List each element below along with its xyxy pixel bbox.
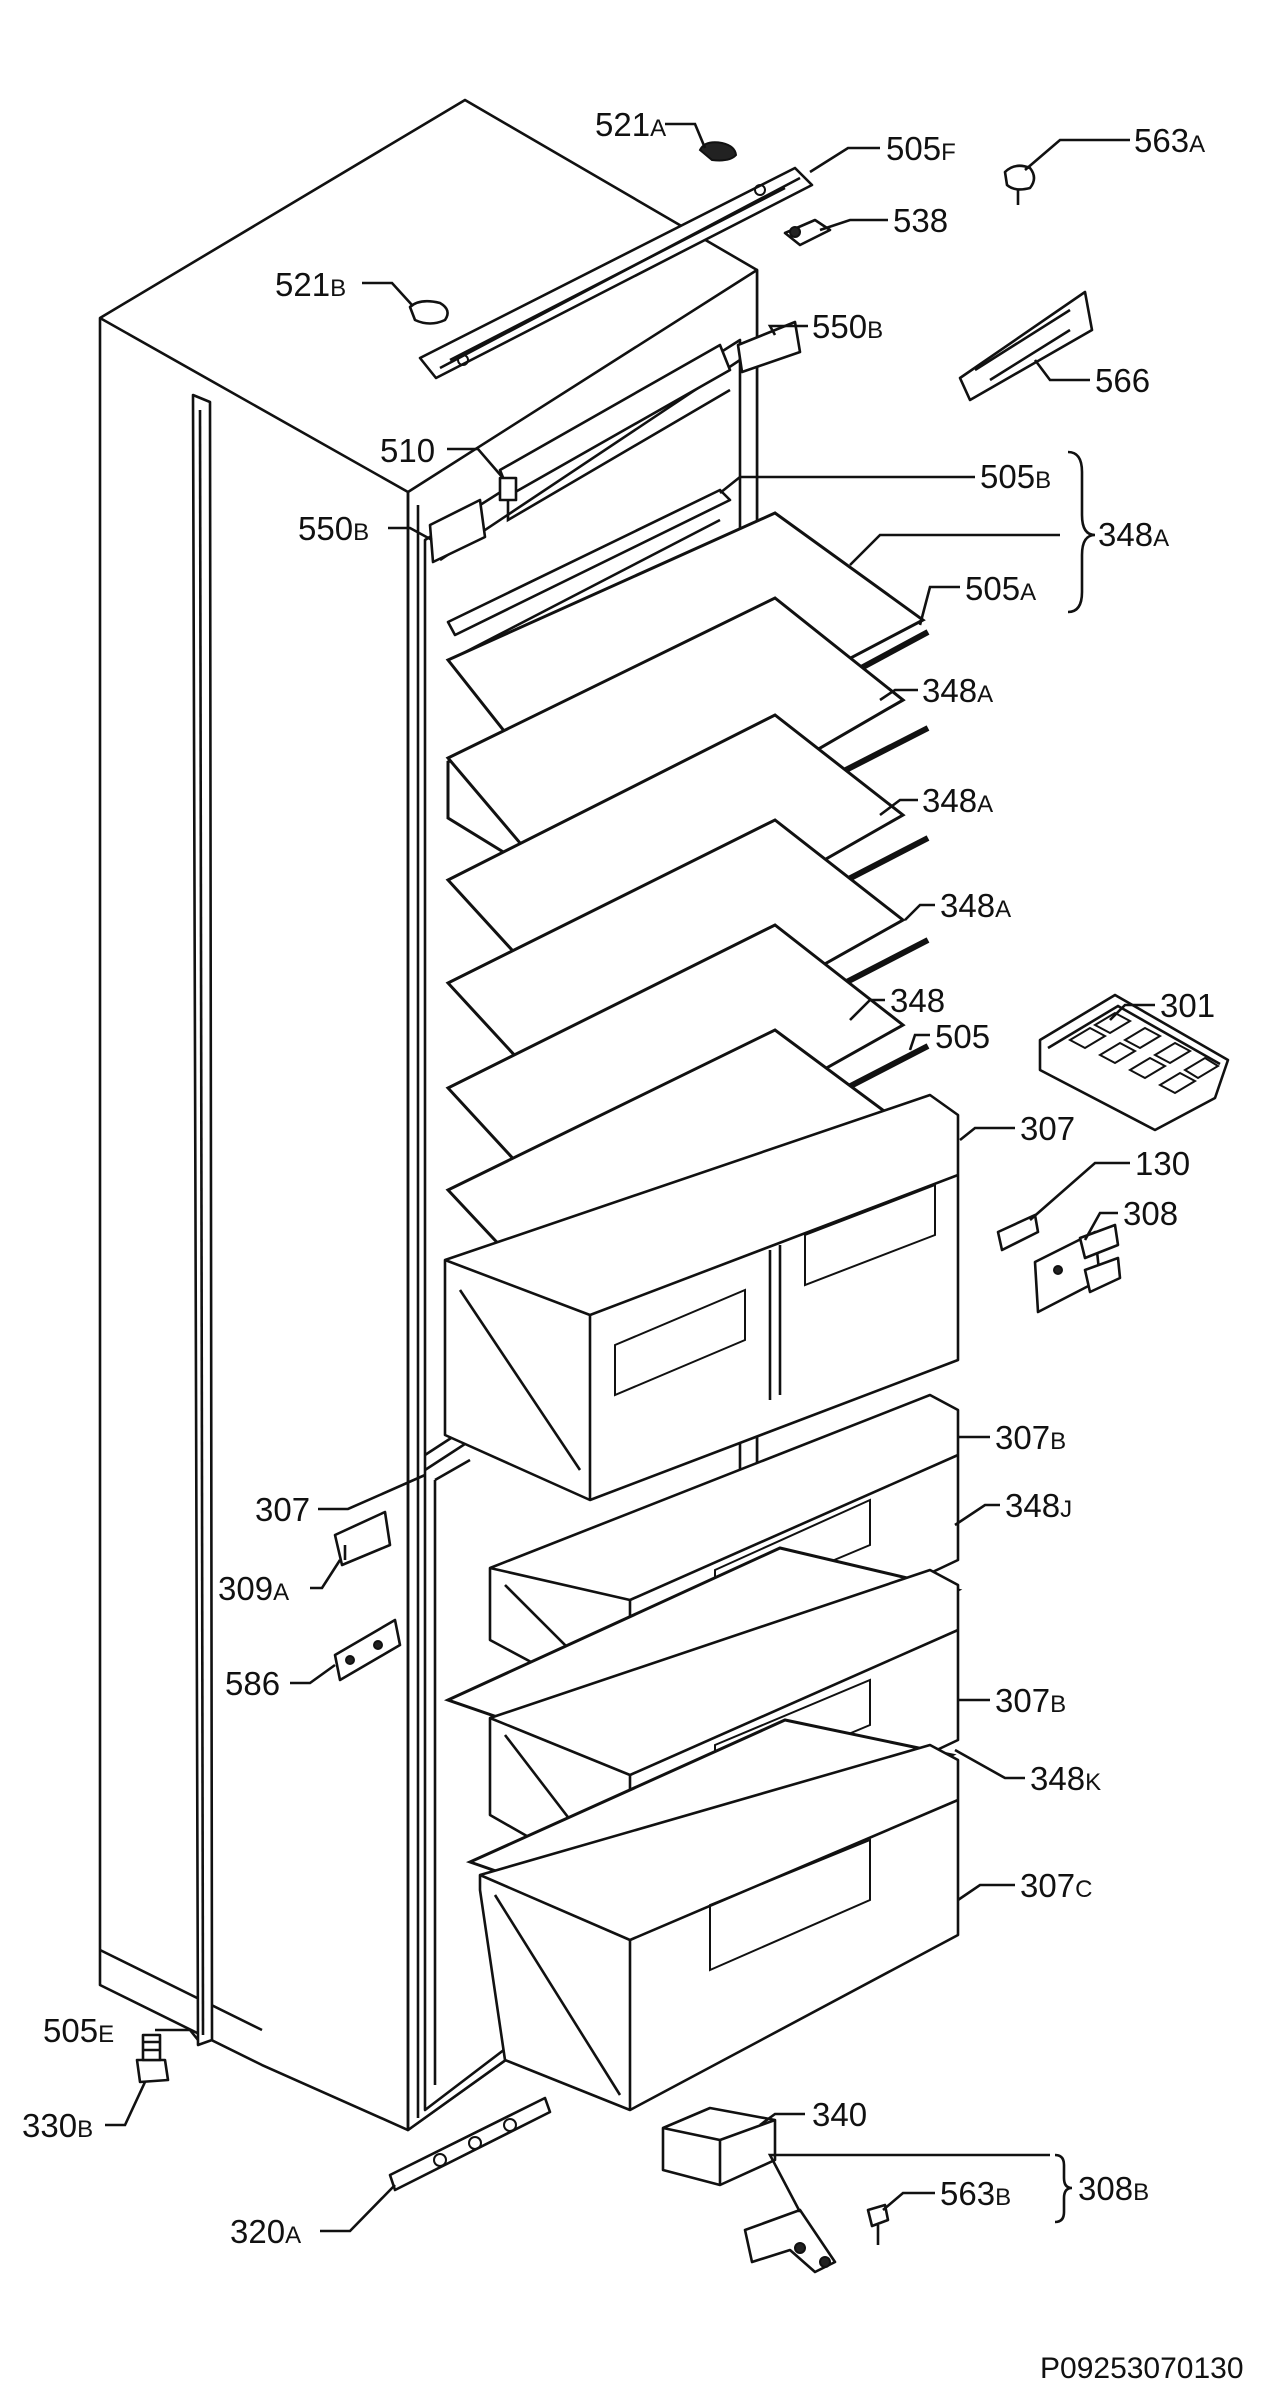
label-550b-left: 550B [298,510,369,547]
hinge-308b [743,2208,837,2274]
bracket-308 [1033,1223,1122,1314]
label-348j: 348J [1005,1487,1072,1524]
part-labels: 521A 505F 563A 538 521B 550B 566 510 505… [22,106,1215,2250]
label-348a-bracket: 348A [1098,516,1169,553]
drawing-code: P09253070130 [1040,2352,1244,2385]
label-340: 340 [812,2096,867,2133]
label-348a-2: 348A [922,782,993,819]
label-521b: 521B [275,266,346,303]
label-505a: 505A [965,570,1036,607]
label-307b-2: 307B [995,1682,1066,1719]
bracket-130 [996,1213,1040,1252]
label-307-left: 307 [255,1491,310,1528]
screw-563a [1003,164,1036,205]
shelf-trim-505b [446,488,732,662]
label-550b-right: 550B [812,308,883,345]
screw-563b [866,2203,890,2245]
label-348a-1: 348A [922,672,993,709]
label-307b-1: 307B [995,1419,1066,1456]
label-309a: 309A [218,1570,289,1607]
label-307c: 307C [1020,1867,1092,1904]
door-seal-strip [191,393,214,2047]
crisper-drawer-pair [443,1093,960,1502]
label-510: 510 [380,432,435,469]
label-563b: 563B [940,2175,1011,2212]
label-505: 505 [935,1018,990,1055]
label-130: 130 [1135,1145,1190,1182]
label-348a-3: 348A [940,887,1011,924]
label-505e: 505E [43,2012,114,2049]
label-563a: 563A [1134,122,1205,159]
spacer-550b-right [736,320,802,374]
label-348k: 348K [1030,1760,1101,1797]
hinge-cover-521b [408,299,449,325]
label-505f: 505F [886,130,956,167]
freezer-drawer-307c [478,1743,960,2112]
foot-330b [135,2033,170,2084]
label-307-right: 307 [1020,1110,1075,1147]
label-521a: 521A [595,106,666,143]
label-348: 348 [890,982,945,1019]
bracket-586 [333,1618,402,1682]
ice-tray [1038,993,1230,1132]
label-320a: 320A [230,2213,301,2250]
bracket-309a [333,1510,392,1567]
lamp-housing-510 [498,343,732,523]
label-538: 538 [893,202,948,239]
hinge-cover-521a [698,141,738,162]
leader-lines [105,122,1155,2233]
top-hinge-plate [418,166,814,380]
label-505b: 505B [980,458,1051,495]
label-308: 308 [1123,1195,1178,1232]
label-586: 586 [225,1665,280,1702]
label-301: 301 [1160,987,1215,1024]
block-340 [661,2106,777,2187]
label-308b: 308B [1078,2170,1149,2207]
cover-566 [958,290,1094,402]
hinge-pin-538 [783,218,832,247]
label-330b: 330B [22,2107,93,2144]
spacer-550b-left [428,498,487,564]
label-566: 566 [1095,362,1150,399]
